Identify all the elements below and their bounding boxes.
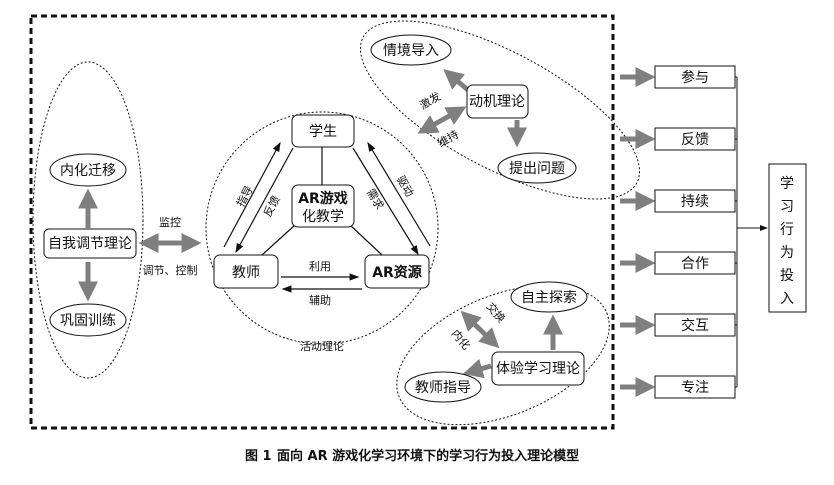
label-internalize: 内化: [449, 327, 474, 353]
label-student: 学生: [309, 124, 337, 140]
engagement-char: 入: [780, 291, 794, 307]
label-exchange: 交换: [484, 300, 509, 326]
label-need: 需求: [364, 186, 386, 212]
label-explore: 自主探索: [521, 289, 577, 306]
label-activity-theory: 活动理论: [300, 339, 344, 353]
node-internalize-transfer: [49, 153, 127, 187]
label-experiential-learning: 体验学习理论: [496, 361, 580, 377]
motivation-group: [359, 20, 641, 200]
label-consolidation: 巩固训练: [60, 313, 116, 329]
label-monitor: 监控: [159, 215, 181, 229]
outcome-label: 持续: [681, 193, 709, 210]
node-teacher-guide: [404, 371, 482, 403]
label-core-2: 化教学: [302, 209, 344, 225]
label-internalize-transfer: 内化迁移: [60, 163, 116, 179]
outcome-label: 交互: [681, 317, 709, 334]
experience-group: [396, 284, 610, 426]
engagement-char: 行: [780, 222, 794, 238]
engagement-char: 投: [780, 268, 794, 284]
outer-dashed-frame: [29, 14, 615, 430]
label-situation: 情境导入: [383, 43, 439, 59]
outcome-label: 合作: [681, 256, 709, 272]
outcome-label: 反馈: [681, 132, 709, 148]
outcome-label: 参与: [681, 69, 709, 86]
label-inspire: 激发: [417, 89, 443, 112]
outcome-label: 专注: [681, 380, 709, 396]
label-regulate-control: 调节、控制: [143, 263, 198, 277]
label-feedback: 反馈: [261, 194, 283, 220]
label-question: 提出问题: [509, 161, 565, 177]
activity-theory-group: [205, 111, 439, 345]
label-core-1: AR游戏: [298, 190, 348, 207]
node-teacher: [213, 254, 279, 289]
node-ar-gamified-teaching: [291, 184, 355, 228]
label-ar-resource: AR资源: [372, 264, 422, 281]
label-assist: 辅助: [309, 293, 331, 307]
node-ar-resource: [364, 254, 430, 289]
node-learning-engagement: [768, 163, 807, 313]
self-regulation-group: [32, 61, 144, 379]
node-question: [497, 152, 577, 184]
engagement-char: 为: [780, 245, 794, 261]
label-use: 利用: [309, 260, 331, 273]
label-motivation: 动机理论: [469, 94, 525, 110]
label-self-regulation: 自我调节理论: [48, 236, 132, 252]
node-self-regulation: [43, 228, 137, 259]
label-drive: 驱动: [394, 173, 416, 199]
node-motivation: [466, 84, 529, 119]
node-student: [291, 114, 355, 148]
node-explore: [510, 281, 588, 313]
engagement-char: 习: [780, 199, 794, 215]
label-guide: 指导: [233, 183, 256, 209]
node-consolidation: [49, 303, 127, 337]
engagement-char: 学: [780, 176, 794, 192]
label-teacher-guide: 教师指导: [415, 380, 471, 396]
node-situation: [370, 34, 452, 66]
caption-text: 面向 AR 游戏化学习环境下的学习行为投入理论模型: [277, 448, 579, 464]
node-experiential-learning: [491, 351, 585, 386]
label-teacher: 教师: [232, 265, 260, 281]
caption-number: 图 1: [245, 449, 272, 464]
